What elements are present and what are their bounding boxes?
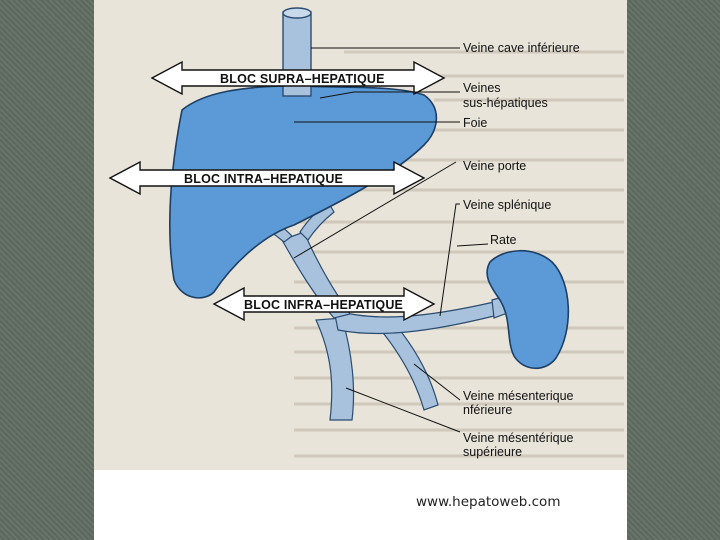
bloc-infra-label: BLOC INFRA–HEPATIQUE xyxy=(244,298,403,312)
bloc-intra-label: BLOC INTRA–HEPATIQUE xyxy=(184,172,343,186)
supra-arrow xyxy=(150,60,446,96)
liver-diagram: BLOC SUPRA–HEPATIQUE BLOC INTRA–HEPATIQU… xyxy=(108,7,624,459)
label-mes-inf-1: Veine mésenterique xyxy=(463,389,574,403)
bloc-arrows xyxy=(108,60,446,322)
slide: BLOC SUPRA–HEPATIQUE BLOC INTRA–HEPATIQU… xyxy=(94,0,627,540)
label-veine-porte: Veine porte xyxy=(463,159,526,173)
label-veine-splenique: Veine splénique xyxy=(463,198,551,212)
label-mes-sup-1: Veine mésentérique xyxy=(463,431,574,445)
label-mes-sup-2: supérieure xyxy=(463,445,522,459)
spleen-shape xyxy=(486,250,570,370)
leader-lines xyxy=(293,47,489,433)
intra-arrow xyxy=(108,160,426,196)
label-foie: Foie xyxy=(463,116,487,130)
infra-arrow xyxy=(212,286,436,322)
label-mes-inf-2: nférieure xyxy=(463,403,512,417)
bloc-supra-label: BLOC SUPRA–HEPATIQUE xyxy=(220,72,385,86)
label-vci: Veine cave inférieure xyxy=(463,41,580,55)
left-border-panel xyxy=(0,0,94,540)
label-veines: Veines xyxy=(463,81,501,95)
label-sus-hepatiques: sus-hépatiques xyxy=(463,96,548,110)
diagram-scan: BLOC SUPRA–HEPATIQUE BLOC INTRA–HEPATIQU… xyxy=(94,0,627,470)
label-rate: Rate xyxy=(490,233,516,247)
right-border-panel xyxy=(627,0,720,540)
source-credit: www.hepatoweb.com xyxy=(416,494,561,510)
